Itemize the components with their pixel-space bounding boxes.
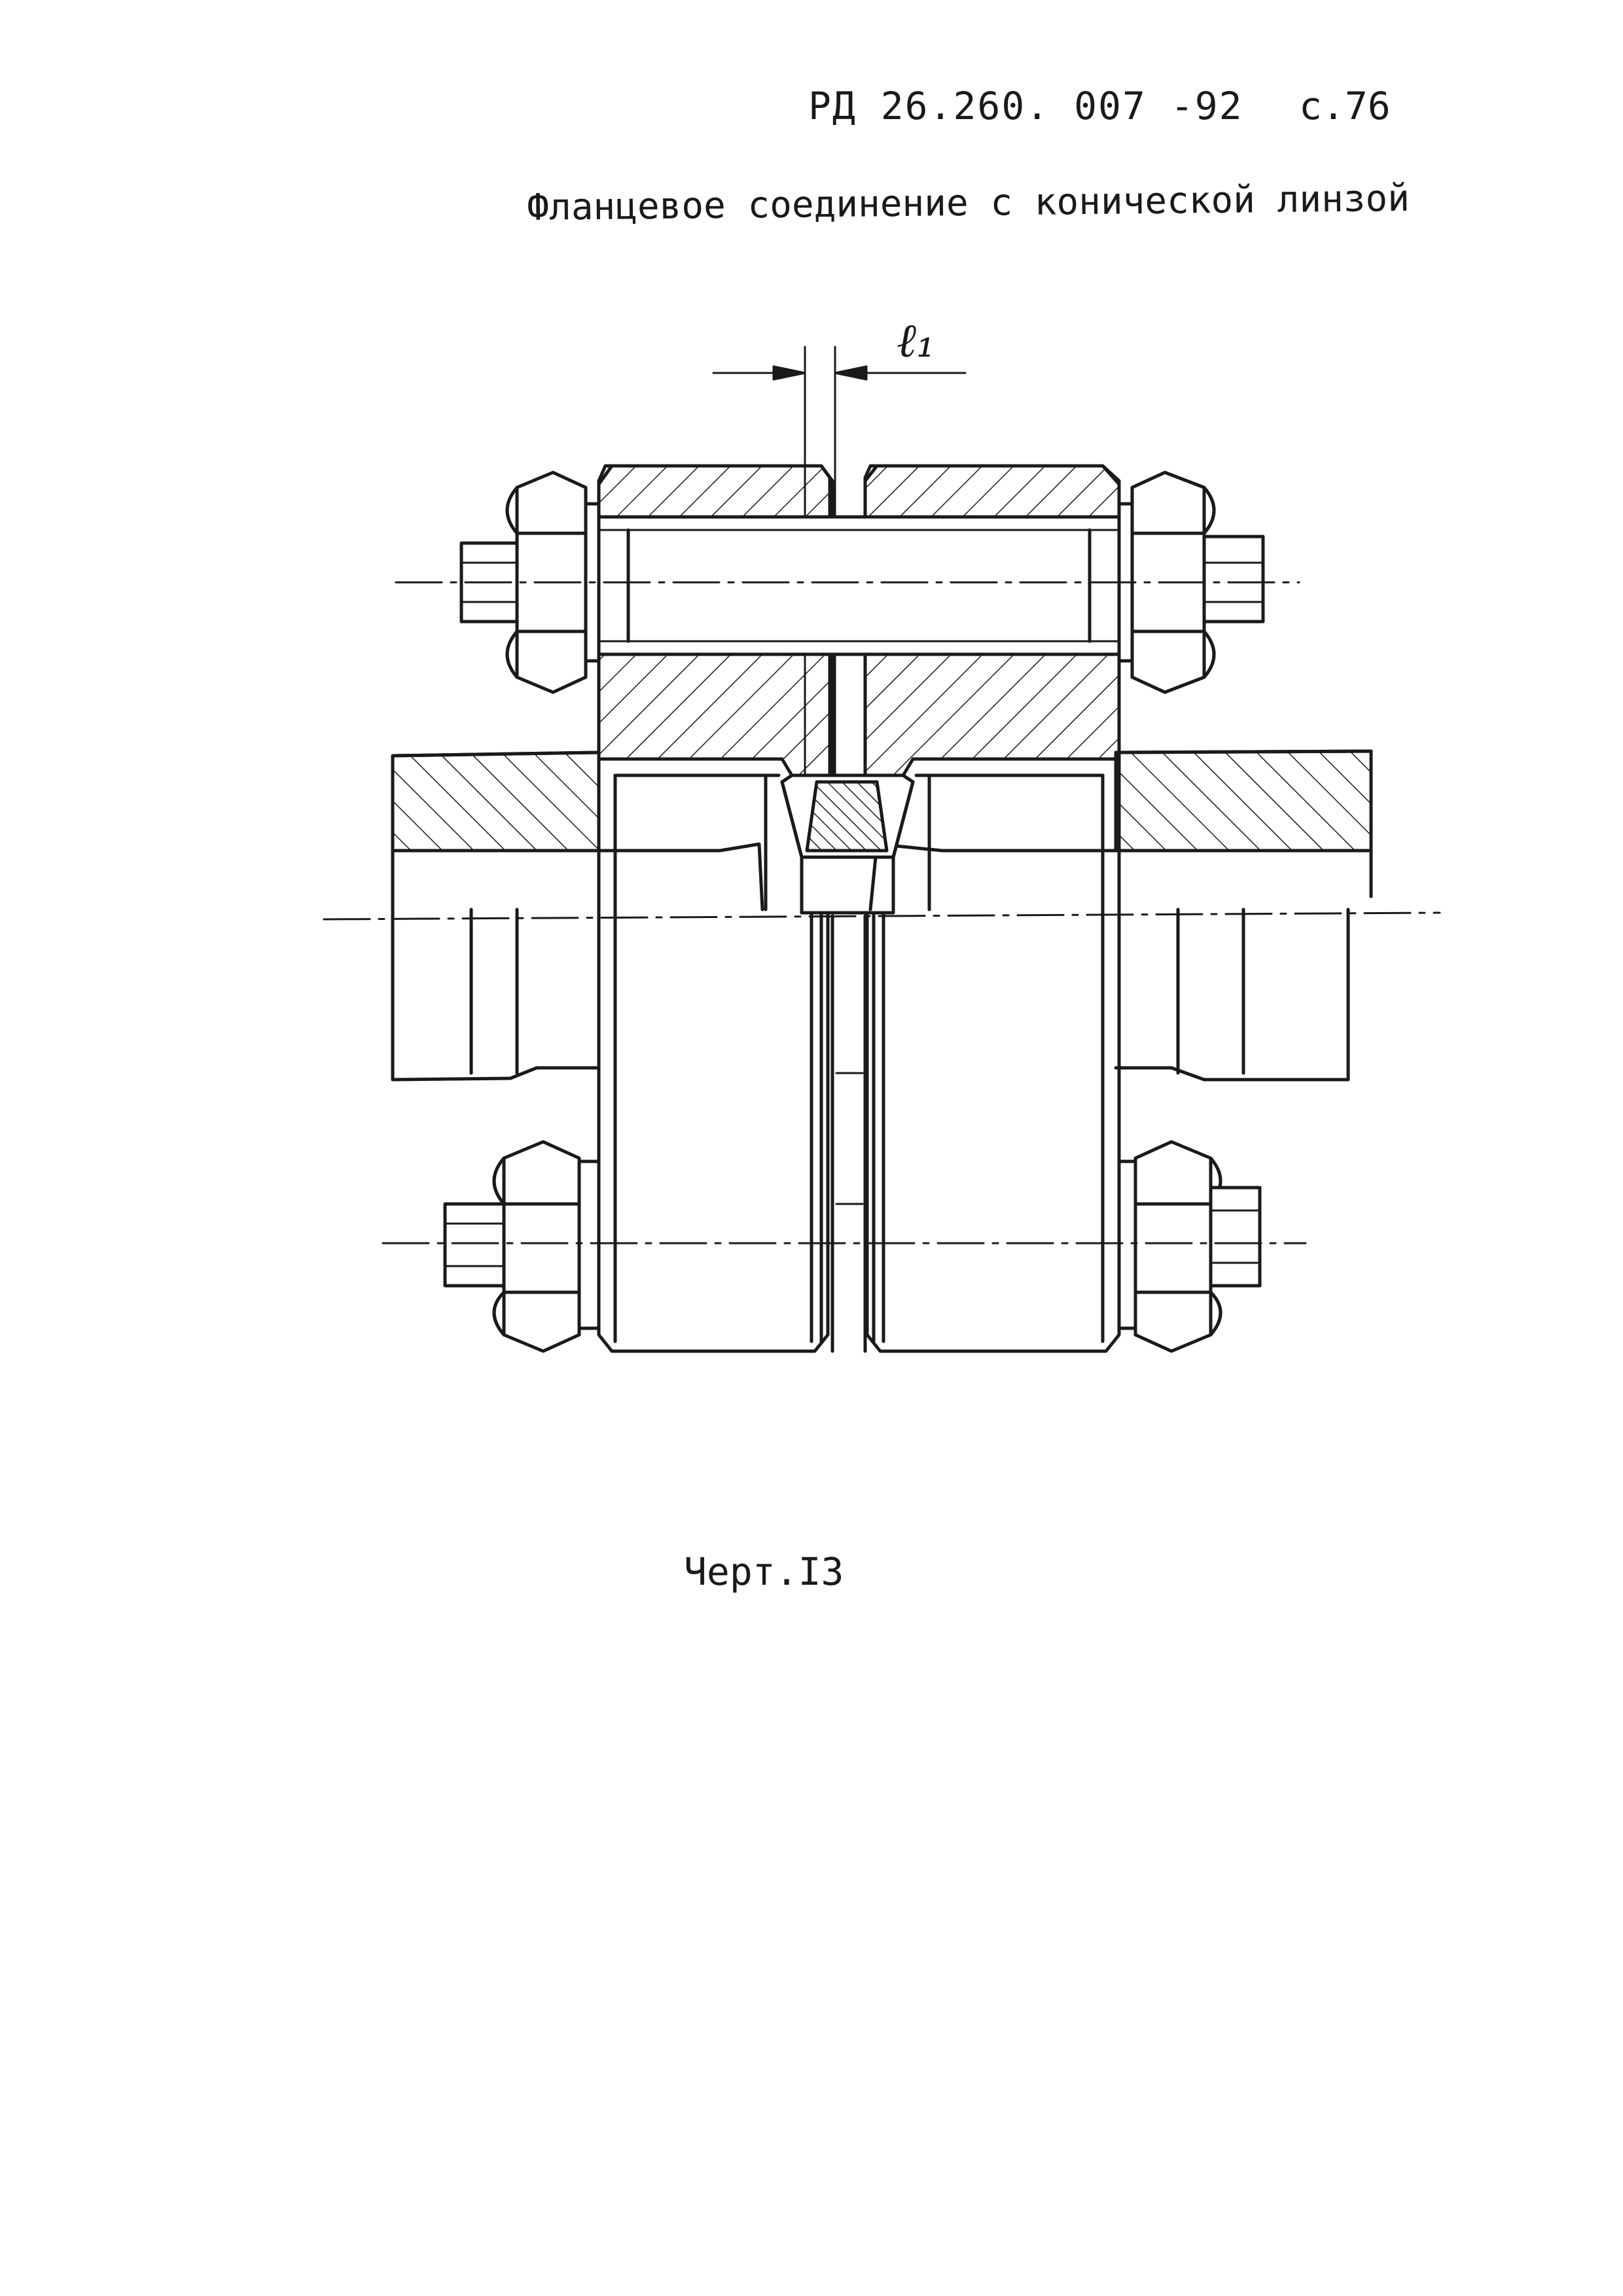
centerlines bbox=[323, 581, 1441, 1245]
right-pipe bbox=[868, 749, 1373, 1082]
document-code: РД 26.260. 007 -92 bbox=[808, 84, 1243, 128]
conical-lens bbox=[780, 773, 915, 915]
left-pipe bbox=[391, 751, 764, 1082]
left-flange bbox=[597, 464, 834, 1353]
dimension-label-l1: ℓ₁ bbox=[897, 313, 935, 368]
drawing-caption: Черт.I3 bbox=[684, 1549, 844, 1594]
top-bolt bbox=[459, 470, 1265, 694]
page-number: с.76 bbox=[1299, 84, 1391, 128]
bottom-bolt bbox=[443, 1140, 1262, 1353]
